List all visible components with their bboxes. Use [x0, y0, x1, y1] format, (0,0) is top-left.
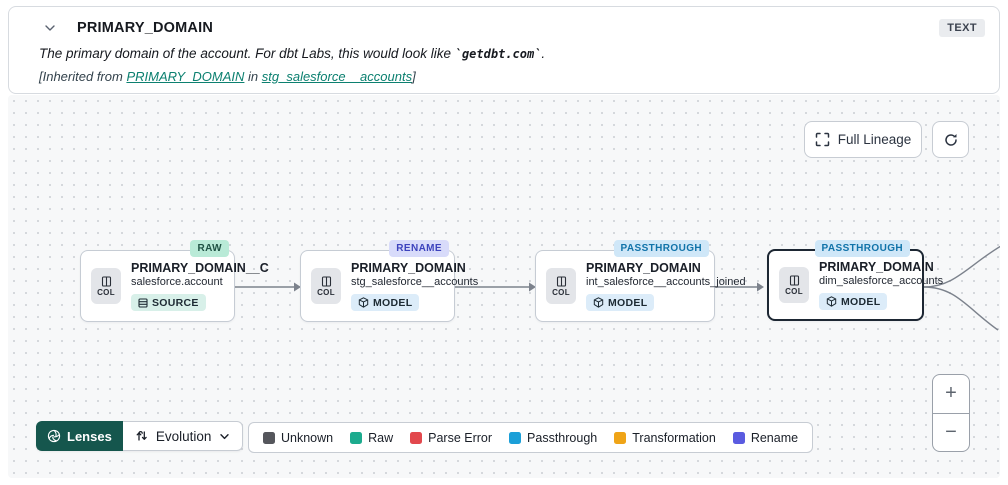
model-icon [593, 297, 604, 308]
resource-badge: MODEL [819, 293, 888, 310]
lenses-label: Lenses [67, 428, 112, 444]
aperture-icon [47, 429, 61, 443]
lineage-canvas[interactable]: Full Lineage RAW COL PRIMARY_DOMAIN__C s… [8, 95, 1000, 478]
status-badge: PASSTHROUGH [814, 240, 910, 257]
column-type-badge: TEXT [939, 19, 985, 37]
column-details-card: PRIMARY_DOMAIN TEXT The primary domain o… [8, 6, 1000, 94]
status-badge: RAW [190, 240, 229, 257]
node-subtitle: salesforce.account [131, 276, 223, 288]
full-lineage-label: Full Lineage [837, 132, 912, 147]
inline-code: `getdbt.com` [454, 47, 542, 61]
node-title: PRIMARY_DOMAIN [351, 261, 466, 275]
inherited-column-link[interactable]: PRIMARY_DOMAIN [126, 69, 245, 84]
inherited-from-line: [Inherited from PRIMARY_DOMAIN in stg_sa… [39, 69, 416, 84]
legend-swatch [509, 431, 522, 444]
lineage-node-stg-model[interactable]: RENAME COL PRIMARY_DOMAIN stg_salesforce… [300, 240, 478, 322]
lens-dropdown[interactable]: Evolution [122, 421, 244, 451]
columns-icon [321, 275, 331, 287]
lineage-node-dim-model[interactable]: PASSTHROUGH COL PRIMARY_DOMAIN dim_sales… [767, 240, 943, 321]
column-chip: COL [91, 268, 121, 304]
legend-swatch [410, 431, 423, 444]
column-description: The primary domain of the account. For d… [39, 46, 546, 61]
resource-badge: SOURCE [131, 294, 206, 311]
lineage-node-source[interactable]: RAW COL PRIMARY_DOMAIN__C salesforce.acc… [80, 240, 269, 322]
column-chip: COL [779, 267, 809, 303]
column-name-title: PRIMARY_DOMAIN [77, 20, 213, 36]
node-title: PRIMARY_DOMAIN [586, 261, 701, 275]
lenses-button[interactable]: Lenses [36, 421, 123, 451]
node-title: PRIMARY_DOMAIN [819, 260, 934, 274]
node-subtitle: dim_salesforce_accounts [819, 275, 944, 287]
lens-controls: Lenses Evolution [36, 421, 244, 451]
legend-item-rename: Rename [732, 431, 798, 445]
evolution-icon [136, 431, 147, 441]
zoom-out-button[interactable]: − [945, 420, 957, 443]
node-subtitle: stg_salesforce__accounts [351, 276, 479, 288]
inherited-model-link[interactable]: stg_salesforce__accounts [261, 69, 413, 84]
legend-item-passthrough: Passthrough [509, 431, 597, 445]
resource-badge: MODEL [586, 294, 655, 311]
status-badge: PASSTHROUGH [613, 240, 709, 257]
zoom-controls: + − [932, 374, 970, 452]
legend-item-raw: Raw [350, 431, 393, 445]
zoom-in-button[interactable]: + [933, 375, 969, 414]
columns-icon [101, 275, 111, 287]
chevron-down-icon [220, 433, 230, 439]
full-lineage-button[interactable]: Full Lineage [804, 121, 922, 158]
node-subtitle: int_salesforce__accounts_joined [586, 276, 746, 288]
legend-swatch [732, 431, 745, 444]
column-chip: COL [546, 268, 576, 304]
expand-icon [815, 132, 830, 147]
legend-item-unknown: Unknown [263, 431, 333, 445]
model-icon [358, 297, 369, 308]
refresh-button[interactable] [932, 121, 969, 158]
model-icon [826, 296, 837, 307]
legend-swatch [263, 431, 275, 444]
lens-legend: Unknown Raw Parse Error Passthrough Tran… [248, 422, 814, 453]
columns-icon [556, 275, 566, 287]
column-chip: COL [311, 268, 341, 304]
lineage-node-int-model[interactable]: PASSTHROUGH COL PRIMARY_DOMAIN int_sales… [535, 240, 746, 322]
columns-icon [789, 274, 799, 286]
node-title: PRIMARY_DOMAIN__C [131, 261, 269, 275]
resource-badge: MODEL [351, 294, 420, 311]
refresh-icon [943, 132, 959, 148]
legend-item-transformation: Transformation [614, 431, 716, 445]
selected-lens-label: Evolution [155, 428, 212, 444]
source-icon [138, 297, 148, 308]
legend-swatch [614, 431, 627, 444]
legend-item-parse-error: Parse Error [410, 431, 492, 445]
legend-swatch [350, 431, 363, 444]
collapse-chevron-icon[interactable] [39, 17, 61, 39]
status-badge: RENAME [389, 240, 449, 257]
